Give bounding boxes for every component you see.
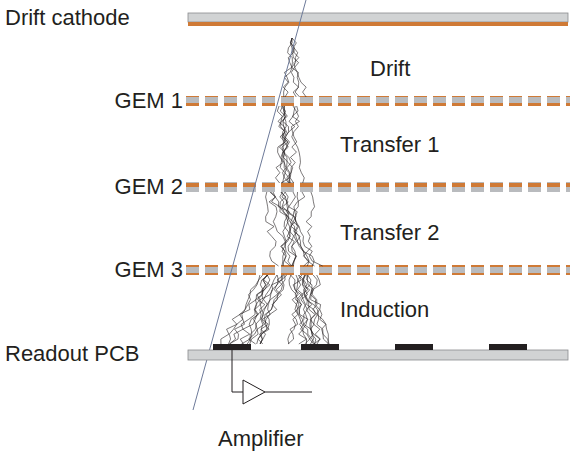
electron-path <box>296 275 310 344</box>
layer-label: GEM 2 <box>115 176 183 198</box>
electron-path <box>280 192 296 266</box>
particle-track <box>193 0 306 410</box>
drift-cathode-plate <box>188 13 568 26</box>
electron-path <box>281 192 309 266</box>
layer-label: Transfer 1 <box>340 134 439 156</box>
electron-path <box>269 192 290 266</box>
electron-path <box>307 275 329 344</box>
electron-path <box>290 38 298 97</box>
electron-path <box>289 275 315 344</box>
electron-path <box>291 275 316 344</box>
electron-path <box>266 192 279 266</box>
gem-foil <box>186 265 570 275</box>
amplifier-symbol <box>232 350 312 404</box>
layer-label: Drift cathode <box>5 7 130 29</box>
electron-path <box>281 106 290 183</box>
readout-pcb <box>188 344 568 360</box>
electron-path <box>284 38 293 97</box>
electron-path <box>303 192 314 266</box>
electron-path <box>289 192 297 266</box>
layer-label: Readout PCB <box>5 343 140 365</box>
electron-path <box>273 192 323 266</box>
electron-path <box>270 192 314 266</box>
gem-foil <box>186 182 570 192</box>
electron-path <box>276 106 288 183</box>
electron-path <box>229 275 283 344</box>
layer-label: Amplifier <box>218 428 304 450</box>
electron-path <box>260 275 278 344</box>
electron-path <box>299 275 329 344</box>
electron-path <box>280 192 292 266</box>
gem-foil <box>186 96 570 106</box>
electron-path <box>285 192 314 266</box>
electron-path <box>292 106 305 183</box>
layer-label: GEM 1 <box>115 90 183 112</box>
electron-path <box>229 275 260 344</box>
layer-label: Induction <box>340 299 429 321</box>
electron-path <box>278 106 291 183</box>
layer-label: Drift <box>370 58 410 80</box>
electron-avalanche <box>221 38 329 344</box>
electron-path <box>288 275 302 344</box>
layer-label: GEM 3 <box>115 259 183 281</box>
electron-path <box>282 192 305 266</box>
layer-label: Transfer 2 <box>340 222 439 244</box>
electron-path <box>260 275 285 344</box>
electron-path <box>280 106 295 183</box>
